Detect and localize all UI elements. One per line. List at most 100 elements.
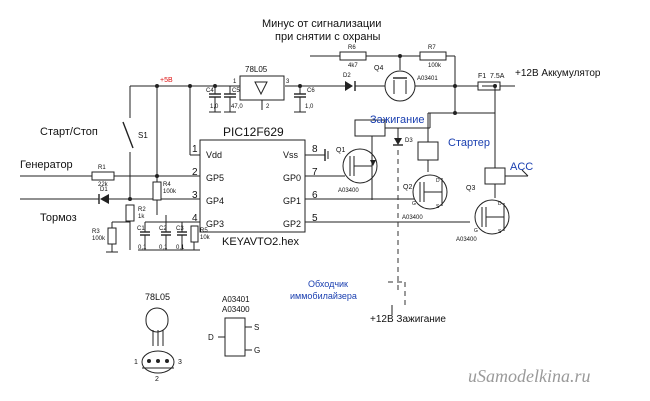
relay-ignition: D3 [354,113,431,146]
ignition-label: Зажигание [370,114,425,126]
top-label-line2: при снятии с охраны [275,31,381,43]
d1-label: D1 [100,187,108,193]
r4-value: 100k [163,189,177,195]
capacitors-top: C4 1,0 C5 47,0 C6 1,0 [206,86,315,113]
q3-d: D [498,201,502,207]
brake-label: Тормоз [40,212,77,224]
f1-label: F1 [478,73,486,80]
immobilizer-bypass [388,150,406,315]
starter-label: Стартер [448,137,490,149]
pic-firmware: KEYAVTO2.hex [222,236,300,248]
pin-gp0: GP0 [283,173,301,183]
pic-chip: PIC12F629 KEYAVTO2.hex Vdd GP5 GP4 GP3 V… [192,125,318,248]
q2-g: G [412,201,416,207]
r5-label: R5 [200,228,208,234]
watermark: uSamodelkina.ru [468,366,590,386]
mosfet-q3: Q3 A03400 D S G [456,185,510,243]
q3-g: G [474,228,478,234]
start-stop-label: Старт/Стоп [40,126,98,138]
relay-acc [484,100,529,198]
pkg-reg-p3: 3 [178,359,182,366]
plus5-label: +5В [160,77,173,84]
r2-label: R2 [138,207,146,213]
c2-label: C2 [159,226,167,232]
reg-pin2: 2 [266,104,270,110]
pin-number-7: 7 [312,167,318,178]
switch-s1: S1 [122,85,157,200]
pin-number-3: 3 [192,190,198,201]
package-78l05: 78L05 1 3 2 [134,292,182,383]
r3-label: R3 [92,229,100,235]
diode-d2: D2 [343,73,356,91]
r7-value: 100k [428,63,442,69]
immo-label-line2: иммобилайзера [290,291,357,301]
q2-d: D [436,178,440,184]
q1-label: Q1 [336,147,345,154]
package-sot23: A03401 A03400 D S G [208,295,260,357]
q4-type: A03401 [417,76,438,82]
pin-gp5: GP5 [206,173,224,183]
generator-line: R1 22k [20,165,200,188]
pin-number-1: 1 [192,144,198,155]
pin-number-8: 8 [312,144,318,155]
mosfet-q2: Q2 A03400 D S G [402,174,448,221]
pin-number-2: 2 [192,167,198,178]
pin-number-5: 5 [312,213,318,224]
acc-label: ACC [510,161,533,173]
c1-label: C1 [137,226,145,232]
pin-vss: Vss [283,150,299,160]
r6-label: R6 [348,45,356,51]
pkg-fet-s: S [254,323,259,332]
pkg-fet-g: G [254,346,260,355]
r1-value: 22k [98,182,109,188]
pkg-reg-p2: 2 [155,376,159,383]
q3-type: A03400 [456,237,477,243]
r5-value: 10k [200,235,211,241]
d2-label: D2 [343,73,351,79]
c6-value: 1,0 [305,104,314,110]
pin-gp1: GP1 [283,196,301,206]
pkg-fet-t2: A03400 [222,305,250,314]
pkg-reg-p1: 1 [134,359,138,366]
pin-number-4: 4 [192,213,198,224]
battery-label: +12В Аккумулятор [515,68,601,79]
c3-value: 0,1 [176,245,185,251]
reg-pin3: 3 [286,79,290,85]
r3-value: 100k [92,236,106,242]
pin-gp3: GP3 [206,219,224,229]
pin-gp4: GP4 [206,196,224,206]
reg-label: 78L05 [245,65,268,74]
c6-label: C6 [307,88,315,94]
c3-label: C3 [176,226,184,232]
pin-gp2: GP2 [283,219,301,229]
q4-label: Q4 [374,65,383,72]
pin-number-6: 6 [312,190,318,201]
r1-label: R1 [98,165,106,171]
c1-value: 0,1 [138,245,147,251]
pin-vdd: Vdd [206,150,222,160]
c2-value: 0,1 [159,245,168,251]
q3-label: Q3 [466,185,475,192]
top-label-line1: Минус от сигнализации [262,18,381,30]
r4-label: R4 [163,182,171,188]
c5-label: C5 [232,88,240,94]
d3-label: D3 [405,138,413,144]
pkg-reg-title: 78L05 [145,292,170,302]
r6-value: 4k7 [348,63,358,69]
s1-label: S1 [138,131,148,140]
resistors-left: R4 100k R2 1k R3 100k [92,181,177,253]
pic-name: PIC12F629 [223,125,284,139]
regulator-78l05: 78L05 1 3 2 [233,65,290,110]
relay-starter [417,113,439,172]
gp3-network: C1 0,1 C2 0,1 C3 0,1 R5 10k [137,215,211,251]
f1-value: 7.5A [490,73,505,80]
q4-bias: R6 4k7 R7 100k [310,45,456,86]
mosfet-q4: Q4 A03401 [374,65,438,102]
r7-label: R7 [428,45,436,51]
mosfet-q1: Q1 A03400 [336,130,378,200]
q2-s: S [436,204,440,210]
ign12-label: +12В Зажигание [370,314,446,325]
pkg-fet-t1: A03401 [222,295,250,304]
